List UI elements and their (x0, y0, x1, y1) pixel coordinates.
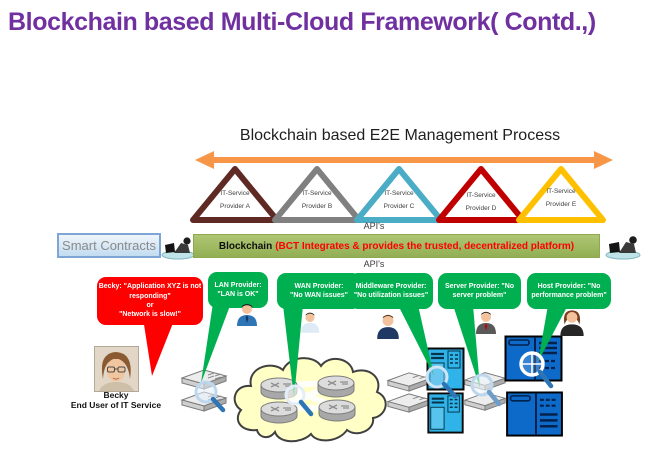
magnifier-icon (194, 380, 226, 413)
process-double-arrow-icon (195, 151, 613, 169)
lan-provider-callout: LAN Provider: "LAN is OK" (208, 272, 268, 308)
wan-engineer-icon (300, 312, 320, 333)
callout-line: "Network is slow!" (119, 311, 181, 319)
callout-line: "LAN is OK" (217, 291, 259, 298)
triangle-outline (436, 166, 526, 223)
page-title: Blockchain based Multi-Cloud Framework( … (8, 8, 596, 36)
callout-line: server problem" (452, 292, 507, 299)
switch-stack-icon (386, 372, 432, 413)
server-provider-callout: Server Provider: "No server problem" (438, 273, 521, 309)
blockchain-note: (BCT Integrates & provides the trusted, … (275, 240, 575, 252)
laptop-user-right-icon (605, 236, 641, 260)
middleware-engineer-icon (377, 314, 399, 339)
callout-line: Becky: "Application XYZ is not (98, 283, 202, 291)
lan-engineer-icon (237, 304, 257, 326)
provider-label: IT-Service (220, 190, 250, 197)
callout-line: performance problem" (531, 292, 607, 299)
provider-triangle-d: IT-Service Provider D (435, 164, 527, 224)
host-engineer-icon (560, 310, 584, 336)
middleware-provider-callout: Middleware Provider: "No utilization iss… (349, 273, 433, 309)
callout-line: or (146, 302, 154, 309)
callout-line: LAN Provider: (214, 281, 262, 289)
provider-label: IT-Service (546, 188, 576, 195)
provider-label: IT-Service (302, 190, 332, 197)
provider-triangle-c: IT-Service Provider C (353, 164, 445, 224)
becky-callout-tail (143, 318, 175, 376)
becky-callout: Becky: "Application XYZ is not respondin… (97, 277, 203, 325)
smart-contracts-box: Smart Contracts (57, 233, 161, 258)
magnifier-icon (284, 384, 314, 417)
provider-triangle-a: IT-Service Provider A (189, 164, 281, 224)
host-provider-callout: Host Provider: "No performance problem" (527, 273, 611, 309)
api-label-top: API's (363, 221, 385, 231)
provider-label: Provider A (220, 203, 250, 210)
api-label-bottom: API's (363, 259, 385, 269)
triangle-outline (272, 166, 362, 223)
provider-label: IT-Service (384, 190, 414, 197)
tower-server-icon (427, 392, 464, 434)
provider-triangle-e: IT-Service Provider E (515, 164, 607, 224)
provider-label: Provider C (383, 203, 415, 210)
router-icon (317, 375, 355, 398)
becky-photo (94, 346, 139, 392)
provider-label: IT-Service (466, 192, 496, 199)
router-icon (260, 401, 298, 424)
callout-line: Host Provider: "No (537, 282, 601, 290)
blockchain-label: Blockchain (218, 240, 273, 252)
diagram-title: Blockchain based E2E Management Process (239, 127, 561, 144)
becky-caption: Becky End User of IT Service (55, 390, 177, 410)
callout-line: Server Provider: "No (444, 282, 515, 290)
router-icon (318, 399, 356, 422)
provider-triangle-b: IT-Service Provider B (271, 164, 363, 224)
callout-line: WAN Provider: (294, 282, 344, 290)
blockchain-bar: Blockchain (BCT Integrates & provides th… (193, 234, 600, 258)
laptop-user-left-icon (161, 237, 195, 260)
provider-label: Provider E (545, 201, 577, 208)
callout-line: "No WAN issues" (290, 292, 348, 299)
magnifier-icon (470, 373, 502, 407)
becky-name: Becky (103, 390, 129, 400)
magnifier-icon (519, 351, 554, 389)
magnifier-icon (425, 365, 458, 399)
callout-line: Middleware Provider: (355, 282, 427, 290)
triangle-outline (190, 166, 280, 223)
callout-line: responding" (129, 292, 171, 300)
wan-provider-callout: WAN Provider: "No WAN issues" (277, 273, 361, 309)
triangle-outline (354, 166, 444, 223)
triangle-outline (516, 166, 606, 223)
server-engineer-icon (476, 311, 496, 334)
callout-line: "No utilization issues" (353, 292, 429, 299)
mainframe-server-icon (506, 391, 563, 437)
provider-label: Provider B (301, 203, 333, 210)
provider-label: Provider D (465, 205, 497, 212)
becky-role: End User of IT Service (70, 400, 162, 411)
